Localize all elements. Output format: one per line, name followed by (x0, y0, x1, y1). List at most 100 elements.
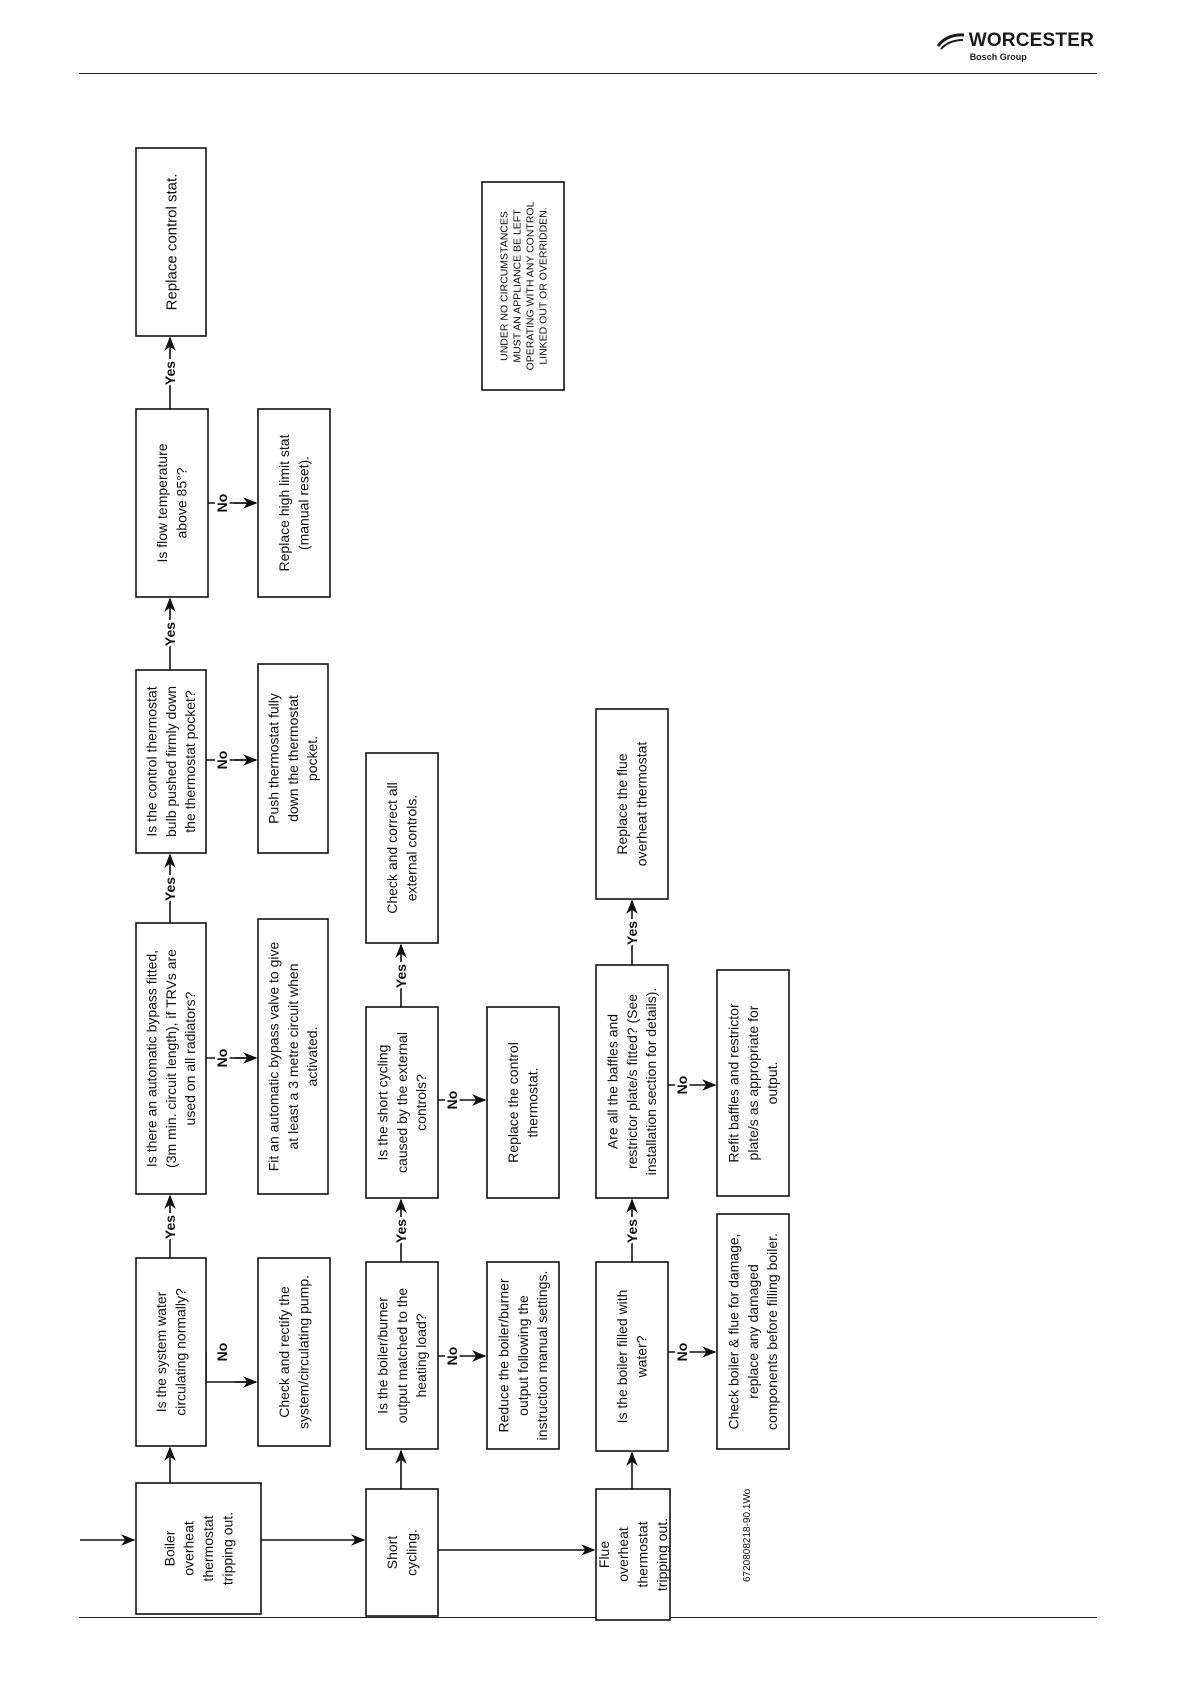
node-label-line: components before filling boiler. (764, 1233, 780, 1430)
node-label-line: (3m min. circuit length), if TRVs are (163, 949, 179, 1168)
node-label-line: bulb pushed firmly down (163, 686, 179, 837)
node-box (257, 918, 329, 1195)
node-box (365, 1488, 439, 1617)
node-a-replace-control-stat: Replace control stat. (135, 147, 207, 337)
node-box (486, 1006, 560, 1199)
node-label-line: thermostat. (525, 1067, 541, 1137)
node-box (135, 408, 209, 598)
node-label-line: thermostat (200, 1515, 216, 1581)
node-label-line: Check and rectify the (276, 1286, 292, 1418)
node-label-line: overheat (615, 1527, 631, 1582)
node-label-line: Replace the control (505, 1042, 521, 1163)
node-label-line: overheat (181, 1521, 197, 1576)
node-box (257, 1257, 331, 1447)
node-box (365, 752, 439, 944)
no-label: No (444, 1347, 460, 1366)
node-box (595, 708, 669, 900)
node-box (595, 1261, 669, 1452)
node-label-line: replace any damaged (745, 1264, 761, 1399)
node-label-line: circulating normally? (173, 1288, 189, 1416)
node-label-line: Is the boiler/burner (375, 1297, 391, 1414)
node-box (257, 408, 331, 598)
node-label-line: Fit an automatic bypass valve to give (266, 942, 282, 1172)
node-label-line: Is the short cycling (375, 1045, 391, 1161)
node-label-line: above 85°? (174, 467, 190, 538)
node-label: Replace control stat. (163, 174, 180, 311)
yes-label: Yes (624, 921, 640, 945)
no-label: No (214, 751, 230, 770)
node-label-line: instruction manual settings. (534, 1271, 550, 1441)
node-a-check-flue-damage: Check boiler & flue for damage,replace a… (716, 1213, 790, 1450)
node-label-line: system/circulating pump. (296, 1275, 312, 1429)
node-label-line: (manual reset). (296, 456, 312, 550)
node-label: Is there an automatic bypass fitted,(3m … (144, 949, 199, 1168)
node-label-line: tripping out. (654, 1518, 670, 1591)
node-label-line: Is the system water (153, 1291, 169, 1412)
header-rule (79, 73, 1097, 74)
node-label-line: tripping out. (219, 1512, 235, 1585)
node-label-line: cycling. (404, 1529, 420, 1576)
safety-notice-line: UNDER NO CIRCUMSTANCES (499, 211, 511, 361)
no-label: No (214, 1343, 230, 1362)
node-label-line: output matched to the (394, 1288, 410, 1424)
flowchart-connectors (80, 336, 717, 1556)
node-label-line: Check and correct all (384, 782, 400, 914)
node-label-line: water? (634, 1335, 650, 1378)
brand-group: Bosch Group (969, 52, 1027, 62)
node-q-bypass: Is there an automatic bypass fitted,(3m … (135, 922, 207, 1195)
footer-rule (79, 1617, 1097, 1618)
node-box (135, 1482, 262, 1615)
node-label: Check boiler & flue for damage,replace a… (726, 1233, 781, 1430)
node-label-line: Is flow temperature (154, 443, 170, 562)
safety-notice: UNDER NO CIRCUMSTANCESMUST AN APPLIANCE … (481, 181, 565, 391)
yes-label: Yes (162, 622, 178, 646)
worcester-swoosh-icon (936, 33, 964, 50)
safety-notice-box (481, 181, 565, 391)
node-label-line: Push thermostat fully (266, 693, 282, 824)
safety-notice-line: OPERATING WITH ANY CONTROL (525, 201, 537, 370)
node-label-line: output following the (515, 1295, 531, 1416)
node-label-line: installation section for details). (643, 988, 659, 1176)
no-label: No (444, 1091, 460, 1110)
node-box (595, 1488, 671, 1621)
node-label-line: Check boiler & flue for damage, (726, 1233, 742, 1429)
figure-code: 6720808218-90.1Wo (742, 1488, 753, 1582)
yes-label: Yes (162, 1215, 178, 1239)
node-label-line: pocket. (304, 736, 320, 781)
no-label: No (214, 1049, 230, 1068)
no-label: No (674, 1076, 690, 1095)
node-label-line: Is the control thermostat (144, 686, 160, 836)
safety-notice-text: UNDER NO CIRCUMSTANCESMUST AN APPLIANCE … (499, 201, 550, 370)
node-label-line: controls? (413, 1074, 429, 1131)
node-label-line: Is the boiler filled with (614, 1290, 630, 1424)
node-label-line: restrictor plate/s fitted? (See (624, 994, 640, 1169)
